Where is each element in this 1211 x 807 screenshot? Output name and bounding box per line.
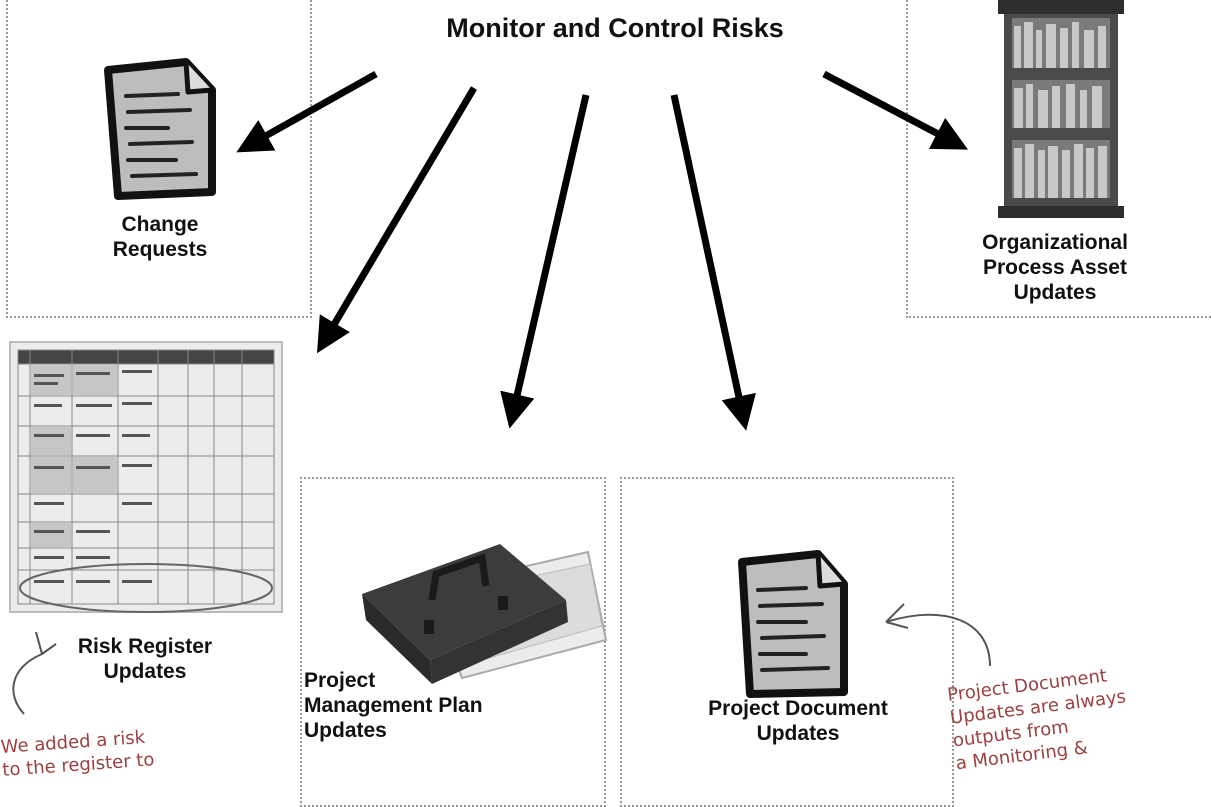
opa-updates-label: Organizational Process Asset Updates (982, 231, 1128, 304)
opa-updates-box (906, 0, 1211, 318)
arrow-to-pm-plan (500, 94, 590, 429)
risk-note-pointer (12, 631, 57, 715)
docs-note-pointer (885, 603, 991, 667)
process-title: Monitor and Control Risks (446, 13, 784, 43)
change-requests-label: Change Requests (112, 213, 208, 261)
project-docs-label: Project Document Updates (708, 697, 888, 745)
change-requests-box (6, 0, 312, 318)
arrow-to-change-requests (236, 70, 378, 153)
arrow-to-project-docs (670, 94, 756, 431)
arrow-to-risk-register (317, 86, 478, 354)
arrow-to-opa (822, 70, 969, 150)
risk-register-label: Risk Register Updates (77, 635, 213, 683)
pm-plan-label: Project Management Plan Updates (304, 669, 483, 742)
